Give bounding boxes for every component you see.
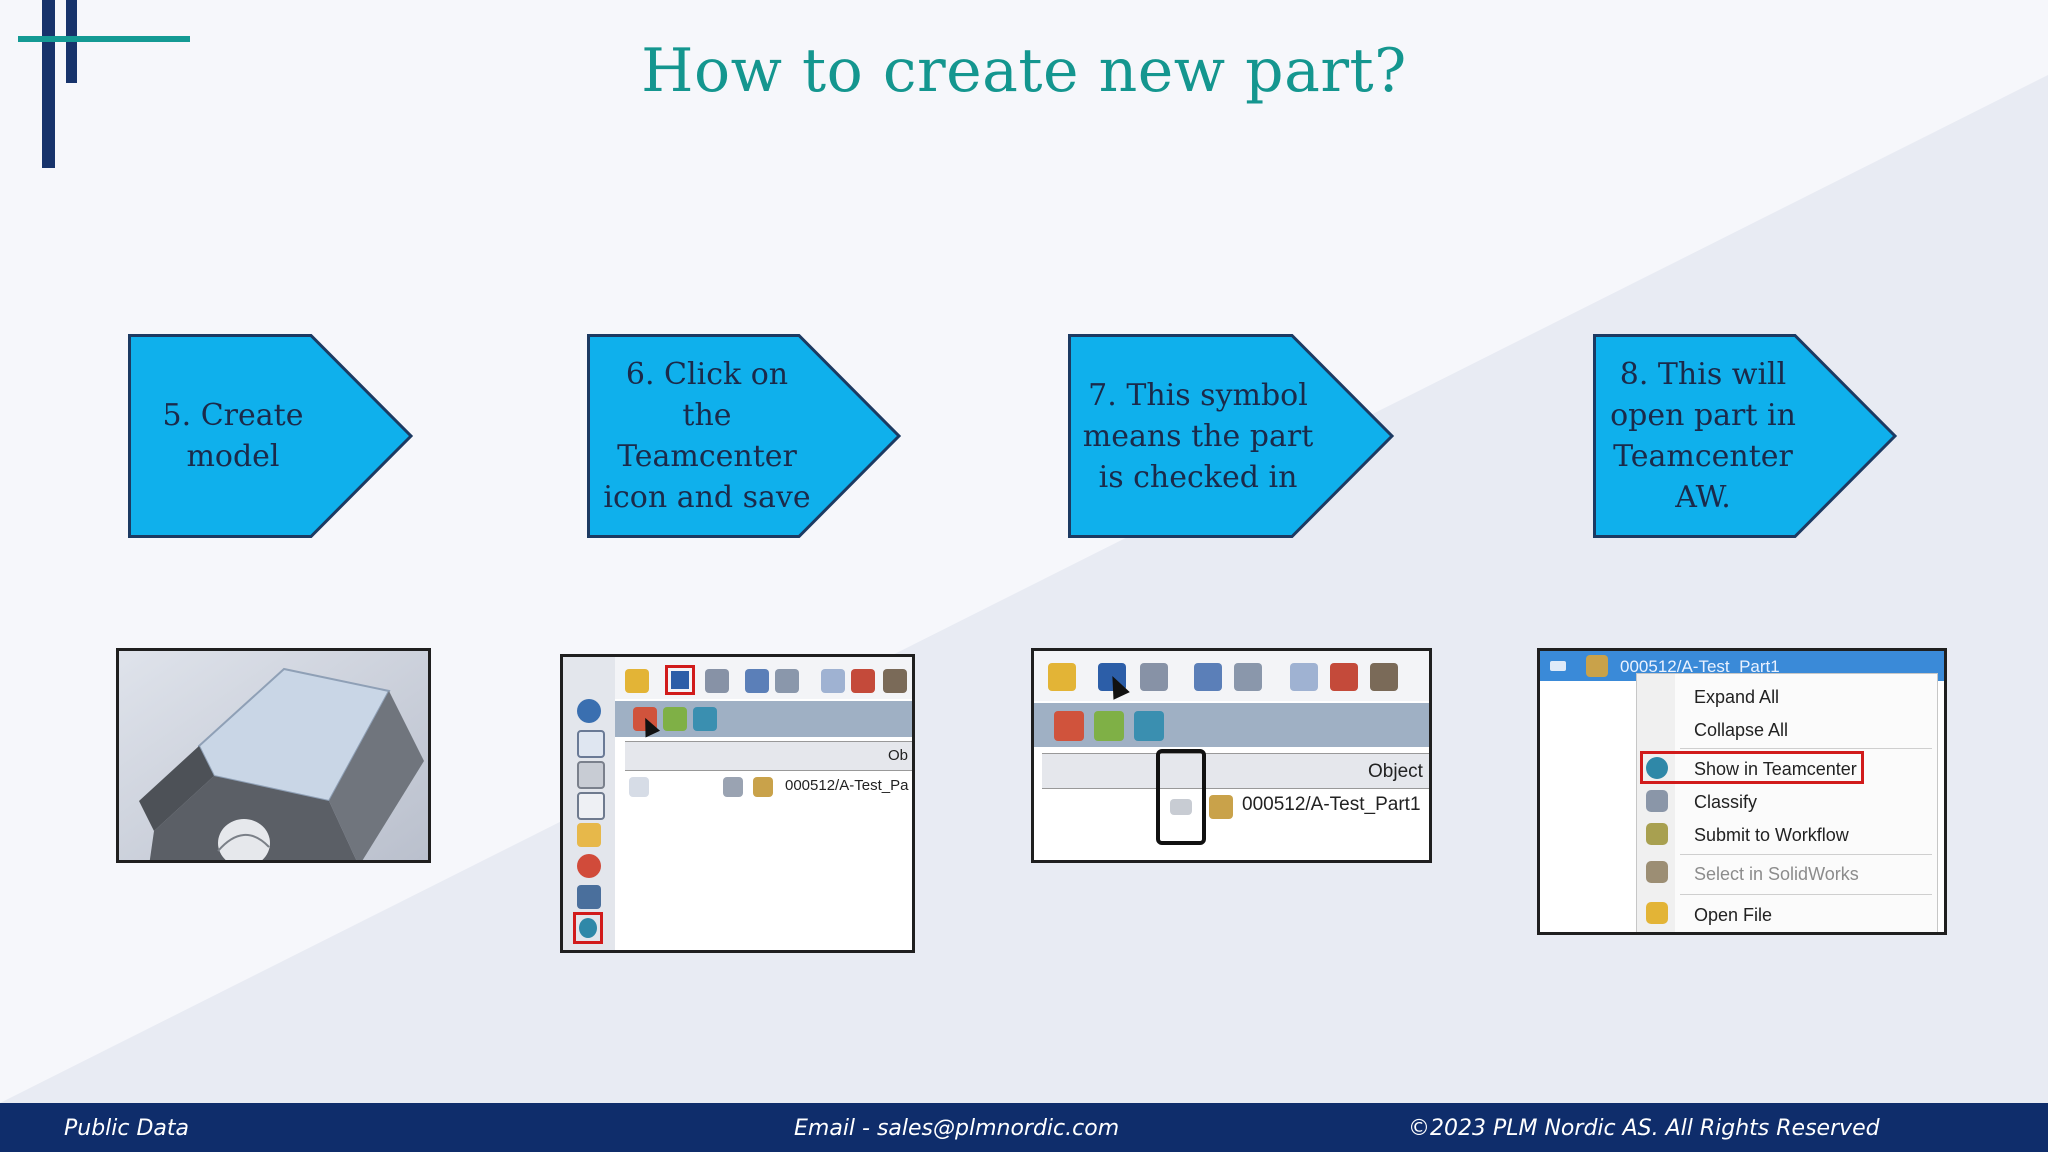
save-as-icon[interactable] [705, 669, 729, 693]
menu-item-submit-to-workflow[interactable]: Submit to Workflow [1694, 825, 1849, 845]
classify-icon [1646, 790, 1668, 812]
part-tab-icon[interactable] [633, 707, 657, 731]
folder-icon[interactable] [577, 792, 605, 820]
menu-item-classify[interactable]: Classify [1694, 792, 1758, 812]
page-title: How to create new part? [641, 36, 1407, 106]
copy-icon[interactable] [745, 669, 769, 693]
list-icon[interactable] [577, 885, 601, 909]
step-arrow-5: 5. Create model [128, 334, 414, 538]
menu-separator [1680, 854, 1932, 855]
tree-item-name: 000512/A-Test_Part1 [1620, 657, 1780, 676]
step-arrow-7: 7. This symbol means the part is checked… [1068, 334, 1394, 538]
step-arrow-shape [1068, 334, 1394, 538]
save-button-highlight[interactable] [665, 665, 695, 695]
open-folder-icon[interactable] [1048, 663, 1076, 691]
workflow-icon [1646, 823, 1668, 845]
document-icon [629, 777, 649, 797]
corner-decoration-bar-left [42, 0, 55, 168]
table-header [625, 741, 912, 771]
assembly-tab-icon[interactable] [663, 707, 687, 731]
step-arrow-shape [128, 334, 414, 538]
menu-separator [1680, 894, 1932, 895]
menu-item-expand-all[interactable]: Expand All [1694, 687, 1780, 707]
home-icon[interactable] [577, 730, 605, 758]
menu-item-show-in-teamcenter[interactable]: Show in Teamcenter [1694, 759, 1857, 779]
save-as-icon[interactable] [1140, 663, 1168, 691]
screenshot-checked-in: Object 000512/A-Test_Part1 [1031, 648, 1432, 863]
checked-in-highlight [1156, 749, 1206, 845]
open-folder-icon[interactable] [625, 669, 649, 693]
show-in-teamcenter-highlight[interactable] [1640, 751, 1864, 784]
menu-item-open-file[interactable]: Open File [1694, 905, 1773, 925]
step-arrow-8: 8. This will open part in Teamcenter AW. [1593, 334, 1898, 538]
cube-icon[interactable] [577, 761, 605, 789]
step-arrow-shape [587, 334, 901, 538]
assembly-tab-icon[interactable] [1094, 711, 1124, 741]
screenshot-context-menu: 000512/A-Test_Part1 Expand All Collapse … [1537, 648, 1947, 935]
tab-bar [615, 701, 912, 737]
column-header: Ob [888, 747, 909, 764]
save-icon [671, 671, 689, 689]
delete-icon[interactable] [1330, 663, 1358, 691]
paste-icon[interactable] [1234, 663, 1262, 691]
delete-icon[interactable] [851, 669, 875, 693]
solidworks-icon [1646, 861, 1668, 883]
teamcenter-tab-icon[interactable] [1134, 711, 1164, 741]
table-header [1042, 753, 1429, 789]
chart-icon[interactable] [577, 854, 601, 878]
context-menu [1636, 673, 1938, 932]
footer-email[interactable]: Email - sales@plmnordic.com [794, 1116, 1120, 1141]
footer-classification: Public Data [64, 1116, 190, 1141]
step-arrow-6: 6. Click on the Teamcenter icon and save [587, 334, 901, 538]
menu-separator [1680, 748, 1932, 749]
expand-icon[interactable] [1550, 661, 1566, 671]
teamcenter-icon [1646, 757, 1668, 779]
open-file-icon [1646, 902, 1668, 924]
menu-item-select-in-solidworks: Select in SolidWorks [1694, 864, 1859, 884]
screenshot-teamcenter-save: Ob 000512/A-Test_Pa [560, 654, 915, 953]
part-name[interactable]: 000512/A-Test_Pa [785, 777, 909, 794]
part-tab-icon[interactable] [1054, 711, 1084, 741]
user-icon[interactable] [1370, 663, 1398, 691]
footer-bar: Public Data Email - sales@plmnordic.com … [0, 1103, 2048, 1152]
teamcenter-tab-icon[interactable] [693, 707, 717, 731]
book-icon[interactable] [821, 669, 845, 693]
paste-icon[interactable] [775, 669, 799, 693]
teamcenter-sidebar-button-highlight[interactable] [573, 912, 603, 944]
footer-copyright: ©2023 PLM Nordic AS. All Rights Reserved [1408, 1116, 1880, 1141]
image-icon[interactable] [577, 823, 601, 847]
menu-item-collapse-all[interactable]: Collapse All [1694, 720, 1789, 740]
step-label: 7. This symbol means the part is checked… [1082, 377, 1314, 495]
step-label: 5. Create model [162, 398, 304, 474]
book-icon[interactable] [1290, 663, 1318, 691]
part-icon [1209, 795, 1233, 819]
part-name[interactable]: 000512/A-Test_Part1 [1242, 794, 1421, 815]
step-label: 8. This will open part in Teamcenter AW. [1610, 357, 1796, 515]
user-icon[interactable] [883, 669, 907, 693]
column-header: Object [1368, 761, 1423, 782]
step-arrow-shape [1593, 334, 1898, 538]
save-icon[interactable] [1098, 663, 1126, 691]
step-label: 6. Click on the Teamcenter icon and save [603, 357, 811, 515]
globe-icon[interactable] [577, 699, 601, 723]
part-icon [753, 777, 773, 797]
corner-decoration-teal-line [18, 36, 190, 42]
checked-in-icon [723, 777, 743, 797]
screenshot-3d-model [116, 648, 431, 863]
part-icon [1586, 655, 1608, 677]
hex-nut-model-image [119, 651, 428, 860]
teamcenter-icon [579, 918, 597, 938]
copy-icon[interactable] [1194, 663, 1222, 691]
checked-in-icon [1170, 799, 1192, 815]
